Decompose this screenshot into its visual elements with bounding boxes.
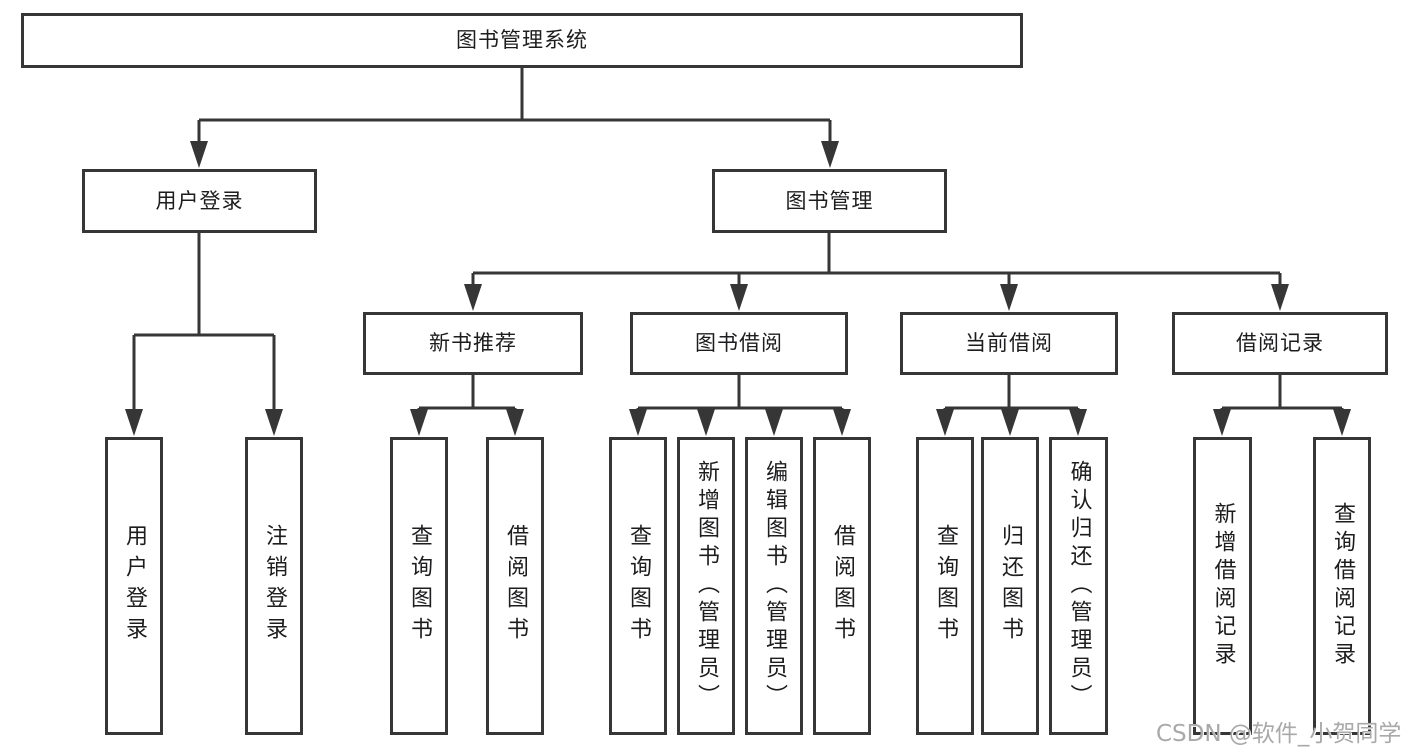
leaf-nbr-borrow-books: 借阅图书 <box>486 437 544 735</box>
leaf-cb-return-books: 归还图书 <box>981 437 1039 735</box>
leaf-cb-confirm-return-admin: 确认归还（管理员） <box>1049 437 1108 735</box>
arrowhead-icons <box>125 141 1351 436</box>
leaf-bb-add-book-admin: 新增图书（管理员） <box>677 437 735 735</box>
node-book-borrow: 图书借阅 <box>630 312 848 375</box>
leaf-br-add-record: 新增借阅记录 <box>1193 437 1252 735</box>
node-borrow-records: 借阅记录 <box>1172 312 1388 375</box>
node-book-management: 图书管理 <box>712 169 947 233</box>
node-current-borrow: 当前借阅 <box>900 312 1118 375</box>
leaf-cb-query-books: 查询图书 <box>916 437 974 735</box>
leaf-br-query-record: 查询借阅记录 <box>1313 437 1371 735</box>
leaf-nbr-query-books: 查询图书 <box>390 437 448 735</box>
leaf-bb-query-books: 查询图书 <box>609 437 667 735</box>
node-user-login: 用户登录 <box>82 169 317 233</box>
leaf-logout: 注销登录 <box>245 437 303 735</box>
leaf-bb-borrow-books: 借阅图书 <box>813 437 871 735</box>
leaf-user-login: 用户登录 <box>105 437 163 735</box>
leaf-bb-edit-book-admin: 编辑图书（管理员） <box>745 437 803 735</box>
node-library-system: 图书管理系统 <box>21 13 1023 68</box>
node-new-book-recommend: 新书推荐 <box>363 312 583 375</box>
